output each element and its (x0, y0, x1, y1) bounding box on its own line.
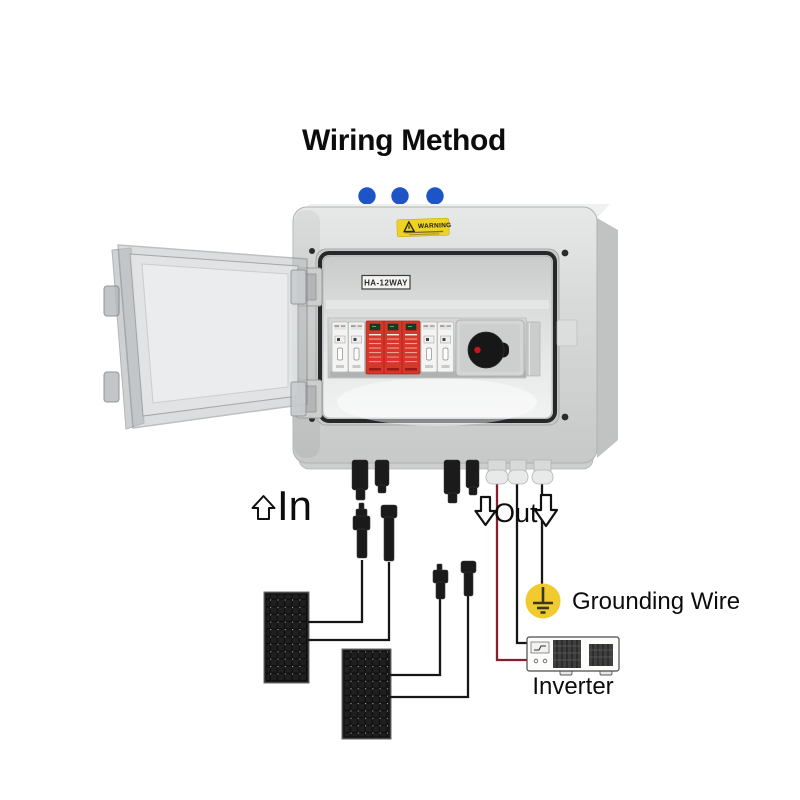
mc4-connector (351, 459, 369, 501)
up-arrow-icon (251, 495, 276, 520)
wire-panel1-b (308, 562, 391, 642)
breaker-module (348, 321, 365, 373)
breaker-module (331, 321, 349, 373)
mc4-connector (374, 459, 390, 494)
model-label: HA-12WAY (361, 274, 411, 290)
wire-panel2-a (390, 598, 442, 677)
accent-dots (358, 187, 444, 205)
in-label: In (277, 482, 313, 529)
lid-latch (103, 371, 120, 403)
out-label: Out (494, 498, 538, 528)
lid-hinge-knuckle (290, 269, 307, 305)
mc4-connector (465, 459, 480, 496)
warning-text: WARNING (418, 222, 452, 230)
grounding-symbol-icon (525, 583, 561, 619)
combiner-box: WARNING HA-12WAY (292, 204, 618, 504)
cable-gland (485, 459, 509, 485)
mc4-connector (443, 459, 461, 504)
mc4-connector (460, 560, 477, 597)
model-text: HA-12WAY (364, 279, 408, 288)
rotary-switch (455, 319, 525, 377)
screws (309, 248, 569, 422)
breaker-module (437, 321, 454, 373)
breaker-module (420, 321, 438, 373)
mc4-connector (432, 563, 449, 600)
grounding-wire-label: Grounding Wire (572, 588, 741, 615)
cable-glands (485, 459, 554, 485)
switch-indicator-dot (474, 346, 481, 354)
box-bottom-connectors (351, 459, 480, 504)
cable-gland (507, 459, 529, 485)
solar-panel-2 (341, 648, 392, 740)
inverter-device (526, 636, 620, 676)
transparent-lid (103, 244, 308, 430)
wire-panel2-b (390, 595, 470, 699)
warning-label: WARNING (396, 217, 452, 238)
surge-protector (365, 320, 421, 375)
lid-hinge-knuckle (290, 381, 307, 417)
breaker-modules (331, 321, 454, 373)
box-side-face (597, 218, 618, 458)
mc4-connector (352, 502, 371, 559)
cable-gland (531, 459, 554, 485)
down-arrow-icon (474, 495, 497, 527)
inverter-label: Inverter (532, 673, 614, 700)
mc4-connectors-in (352, 502, 477, 600)
lid-latch (103, 285, 120, 317)
wire-panel1-a (308, 560, 364, 624)
door-gasket (318, 251, 557, 423)
wire-out-black (515, 482, 528, 645)
pv-wires (308, 560, 470, 699)
page-title: Wiring Method (301, 124, 507, 157)
wire-out-red (495, 482, 528, 662)
down-arrow-icon (533, 493, 559, 528)
solar-panel-1 (263, 591, 310, 684)
warning-triangle-icon (403, 220, 416, 233)
mc4-connector (380, 504, 398, 562)
